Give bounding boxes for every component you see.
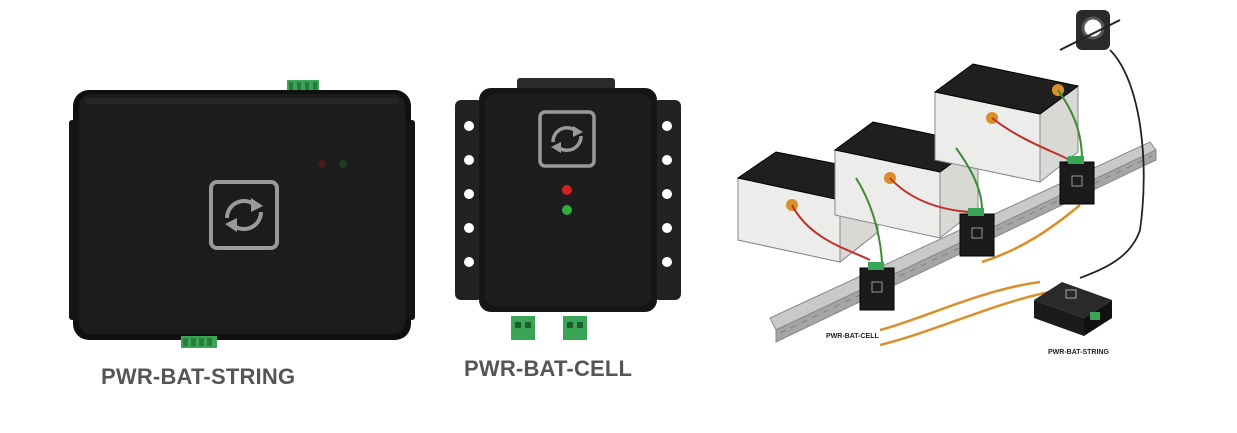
wiring-diagram: PWR-BAT-CELL PWR-BAT-STRING — [736, 10, 1157, 356]
string-module — [1034, 282, 1112, 336]
caption-pwr-bat-cell: PWR-BAT-CELL — [464, 356, 633, 381]
diagram-label-string: PWR-BAT-STRING — [1048, 349, 1109, 356]
current-sensor-icon — [1059, 10, 1121, 51]
pwr-bat-cell-device — [455, 78, 681, 340]
sync-arrows-icon — [538, 110, 596, 168]
diagram-label-cell: PWR-BAT-CELL — [826, 333, 879, 340]
cell-module-3 — [1059, 156, 1095, 205]
led-green — [339, 160, 347, 168]
terminal-block-icon — [511, 316, 587, 340]
sync-arrows-icon — [209, 180, 279, 250]
cell-module-1 — [859, 262, 895, 311]
top-terminal-block-icon — [287, 80, 319, 92]
led-red — [562, 185, 572, 195]
wires — [791, 49, 1145, 347]
pwr-bat-string-device — [69, 80, 415, 348]
led-green — [562, 205, 572, 215]
led-red — [318, 160, 326, 168]
cell-module-2 — [959, 208, 995, 257]
battery-3 — [933, 63, 1080, 184]
caption-pwr-bat-string: PWR-BAT-STRING — [101, 364, 296, 389]
